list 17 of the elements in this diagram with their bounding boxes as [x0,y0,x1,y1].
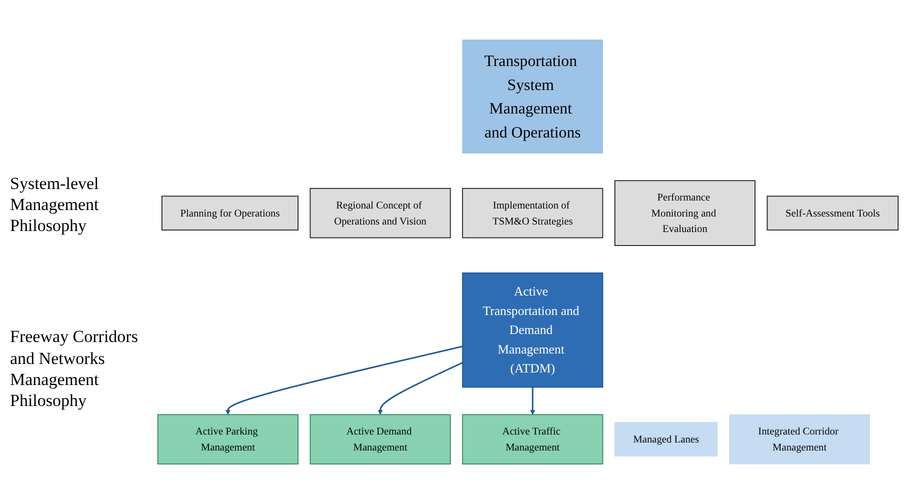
node-box: Performance Monitoring and Evaluation [614,180,756,246]
node-box: Integrated Corridor Management [729,414,870,464]
node-box: Self-Assessment Tools [766,196,899,231]
node-box: Transportation System Management and Operations [462,40,603,154]
arrow [225,346,463,415]
row-label: System-level Management Philosophy [10,172,100,236]
node-box: Active Transportation and Demand Management (ATDM) [462,272,604,388]
node-box: Active Traffic Management [462,414,604,464]
row-label: Freeway Corridors and Networks Management Philosophy [10,326,139,412]
node-box: Active Demand Management [310,414,451,464]
arrow [378,362,463,415]
arrow [530,387,536,415]
node-box: Planning for Operations [161,196,298,231]
node-box: Active Parking Management [157,414,298,464]
node-box: Managed Lanes [614,422,718,457]
node-box: Regional Concept of Operations and Vision [310,188,451,238]
node-box: Implementation of TSM&O Strategies [462,188,604,238]
